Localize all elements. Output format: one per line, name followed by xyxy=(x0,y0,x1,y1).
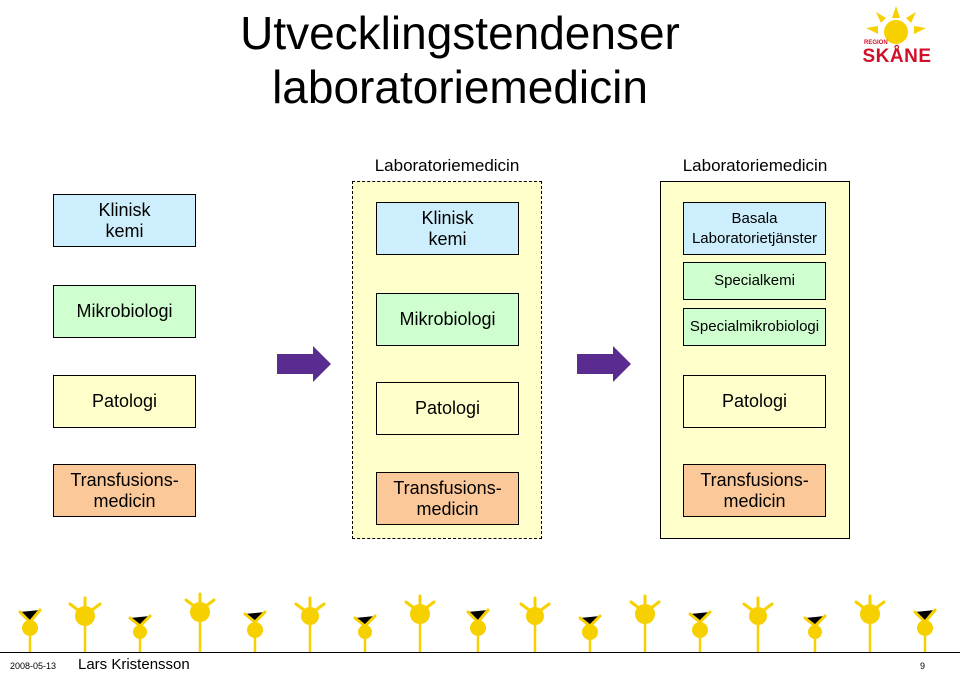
right-panel-label: Laboratoriemedicin xyxy=(682,156,828,175)
footer-divider xyxy=(0,652,960,653)
left-transfusionsmedicin-box: Transfusions- medicin xyxy=(53,464,196,517)
region-skane-sun-logo xyxy=(866,6,926,44)
left-patologi-box: Patologi xyxy=(53,375,196,428)
right-transfusionsmedicin-box: Transfusions- medicin xyxy=(683,464,826,517)
logo-name: SKÅNE xyxy=(862,46,932,67)
right-patologi-box: Patologi xyxy=(683,375,826,428)
logo-region-label: REGION xyxy=(864,40,888,46)
right-specialkemi-box: Specialkemi xyxy=(683,262,826,300)
arrow-right-icon xyxy=(277,346,331,382)
arrow-right-icon xyxy=(577,346,631,382)
left-mikrobiologi-box: Mikrobiologi xyxy=(53,285,196,338)
middle-panel-label: Laboratoriemedicin xyxy=(374,156,520,175)
footer-author: Lars Kristensson xyxy=(78,656,190,673)
footer-page-number: 9 xyxy=(920,661,926,671)
right-specialmikrobiologi-box: Specialmikrobiologi xyxy=(683,308,826,346)
middle-patologi-box: Patologi xyxy=(376,382,519,435)
right-basala-box: Basala Laboratorietjänster xyxy=(683,202,826,255)
middle-transfusionsmedicin-box: Transfusions- medicin xyxy=(376,472,519,525)
left-klinisk-kemi-box: Klinisk kemi xyxy=(53,194,196,247)
middle-klinisk-kemi-box: Klinisk kemi xyxy=(376,202,519,255)
footer-date: 2008-05-13 xyxy=(10,661,57,671)
footer-sun-figures-band xyxy=(18,592,937,652)
middle-mikrobiologi-box: Mikrobiologi xyxy=(376,293,519,346)
slide-title: Utvecklingstendenser laboratoriemedicin xyxy=(240,7,680,113)
